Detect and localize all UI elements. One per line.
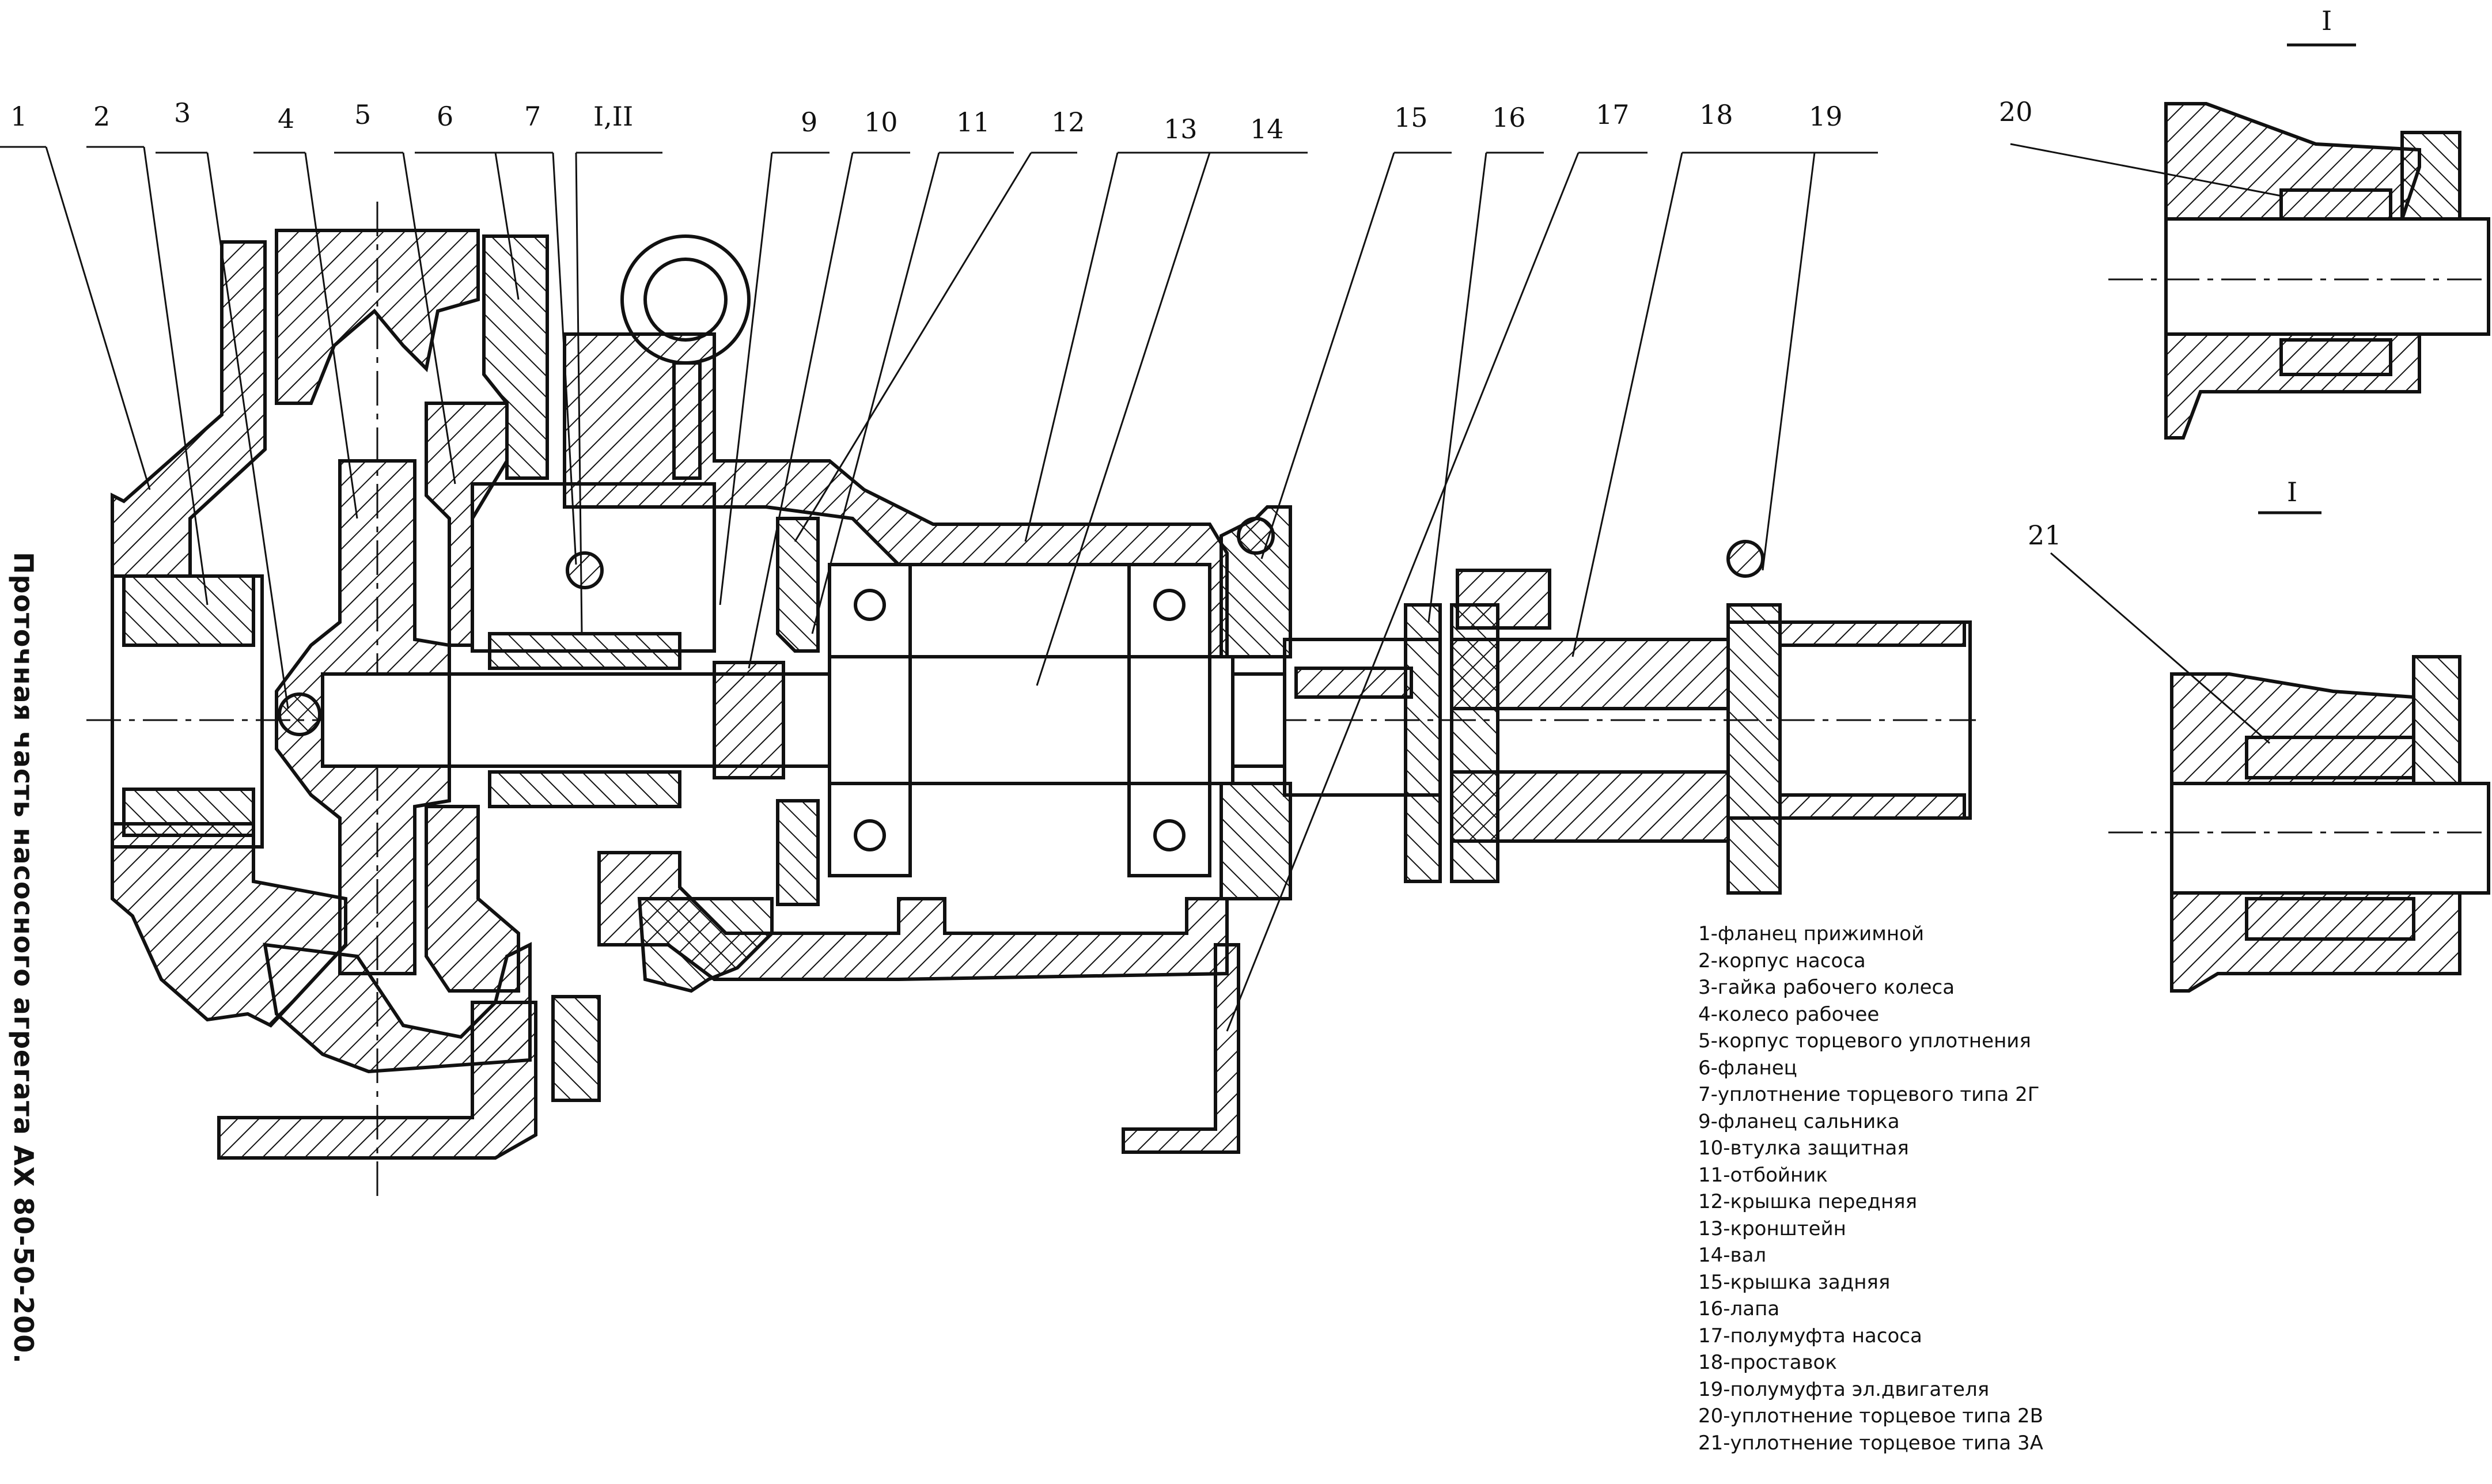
- front-cover-lower: [776, 799, 820, 906]
- detail-I-bottom: I: [2050, 476, 2490, 993]
- impeller-nut: [278, 692, 321, 736]
- legend-item: 2-корпус насоса: [1698, 949, 1866, 972]
- legend-item: 13-кронштейн: [1698, 1217, 1846, 1240]
- legend-item: 9-фланец сальника: [1698, 1110, 1900, 1133]
- flange-6: [482, 234, 549, 480]
- legend-item: 10-втулка защитная: [1698, 1137, 1909, 1160]
- callout-14: 14: [1250, 113, 1284, 145]
- detail-top-housing-lower: [2164, 332, 2421, 440]
- rear-cover-lower: [1220, 782, 1292, 900]
- pump-casing: [111, 240, 267, 578]
- motor-coupling-hub: [1778, 620, 1966, 647]
- shaft-sleeve: [713, 661, 785, 779]
- shaft-bearing-section: [828, 655, 1234, 785]
- main-assembly: 1 2 3 4 5 6 7 I,II 9 10 11 12 13 14 15 1…: [0, 96, 2062, 1204]
- detail-bottom-housing-lower: [2170, 891, 2461, 993]
- callout-20: 20: [1999, 96, 2033, 127]
- pump-volute-top: [275, 229, 480, 405]
- lifting-eye-hole: [643, 258, 728, 342]
- impeller-hub: [321, 672, 463, 768]
- callout-10: 10: [864, 107, 898, 138]
- callout-21: 21: [2028, 520, 2062, 551]
- drawing-title: Проточная часть насосного агрегата АХ 80…: [8, 552, 39, 1364]
- bracket-drain: [637, 897, 774, 993]
- legend-item: 1-фланец прижимной: [1698, 922, 1925, 945]
- legend-item: 19-полумуфта эл.двигателя: [1698, 1377, 1990, 1401]
- end-face-seal: [488, 632, 681, 670]
- callout-4: 4: [278, 103, 294, 134]
- legend-item: 16-лапа: [1698, 1297, 1780, 1320]
- seal-housing-lower: [425, 805, 520, 993]
- legend-item: 15-крышка задняя: [1698, 1270, 1891, 1294]
- section-mark-bottom: I: [2287, 476, 2297, 508]
- detail-bottom-shaft: [2170, 782, 2490, 895]
- detail-bottom-seal-lower: [2245, 897, 2415, 941]
- detail-bottom-seal: [2245, 736, 2415, 779]
- callout-I-II: I,II: [593, 101, 633, 132]
- legend-item: 6-фланец: [1698, 1056, 1797, 1080]
- callout-1: 1: [10, 101, 27, 132]
- callout-16: 16: [1492, 102, 1526, 133]
- callout-19: 19: [1809, 101, 1843, 132]
- rear-foot: [1122, 943, 1240, 1154]
- callout-17: 17: [1596, 99, 1630, 130]
- front-bearing-ball-top: [854, 589, 886, 621]
- callout-11: 11: [956, 107, 990, 138]
- callout-7: 7: [524, 101, 541, 132]
- rear-bearing: [1127, 563, 1211, 877]
- callout-18: 18: [1699, 99, 1733, 130]
- front-bearing-ball-bottom: [854, 819, 886, 851]
- pressure-flange-lower: [122, 788, 255, 837]
- callout-3: 3: [174, 97, 191, 128]
- legend-item: 21-уплотнение торцевое типа 3А: [1698, 1431, 2043, 1455]
- legend-item: 7-уплотнение торцевого типа 2Г: [1698, 1083, 2040, 1106]
- pressure-flange: [122, 574, 255, 647]
- motor-coupling-hub-lower: [1778, 793, 1966, 820]
- legend-item: 11-отбойник: [1698, 1163, 1828, 1187]
- detail-top-flange: [2400, 131, 2461, 221]
- leader-lines: [0, 146, 1878, 1032]
- pump-coupling-flange: [1404, 603, 1442, 883]
- rear-cover-bolt: [1237, 517, 1275, 555]
- coupling-bolt: [1726, 540, 1764, 578]
- pump-half-coupling-key: [1294, 667, 1413, 699]
- callout-5: 5: [354, 99, 371, 130]
- callout-12: 12: [1051, 107, 1085, 138]
- callout-9: 9: [801, 107, 817, 138]
- suction-bore: [111, 574, 264, 849]
- front-bearing: [828, 563, 912, 877]
- legend-item: 4-колесо рабочее: [1698, 1002, 1880, 1026]
- detail-I-top: I: [2010, 5, 2490, 440]
- callout-13: 13: [1164, 113, 1198, 145]
- legend-item: 3-гайка рабочего колеса: [1698, 976, 1955, 999]
- spacer-flange: [1450, 603, 1499, 883]
- callout-15: 15: [1394, 102, 1428, 133]
- detail-top-seal-lower: [2279, 338, 2392, 376]
- callout-2: 2: [93, 101, 110, 132]
- motor-coupling-flange: [1726, 603, 1782, 895]
- pump-support-post: [551, 995, 601, 1102]
- legend-item: 18-проставок: [1698, 1351, 1837, 1374]
- section-mark-top: I: [2321, 5, 2332, 36]
- callout-6: 6: [437, 101, 453, 132]
- detail-bottom-flange: [2412, 655, 2461, 785]
- callouts: 1 2 3 4 5 6 7 I,II 9 10 11 12 13 14 15 1…: [10, 96, 2062, 551]
- seal-housing: [425, 402, 509, 647]
- front-cover: [776, 517, 820, 653]
- legend: 1-фланец прижимной 2-корпус насоса 3-гай…: [1698, 921, 2043, 1456]
- legend-item: 14-вал: [1698, 1244, 1767, 1267]
- spacer-spring-housing: [1456, 569, 1551, 630]
- rear-bearing-ball-bottom: [1153, 819, 1186, 851]
- legend-item: 5-корпус торцевого уплотнения: [1698, 1029, 2031, 1053]
- legend-item: 20-уплотнение торцевое типа 2В: [1698, 1404, 2043, 1428]
- end-face-seal-lower: [488, 770, 681, 808]
- detail-top-housing: [2164, 102, 2421, 221]
- pump-foot: [217, 1001, 537, 1160]
- legend-item: 17-полумуфта насоса: [1698, 1324, 1922, 1347]
- seal-bolt: [566, 551, 604, 589]
- legend-item: 12-крышка передняя: [1698, 1190, 1918, 1213]
- detail-top-shaft: [2164, 217, 2490, 336]
- rear-bearing-ball-top: [1153, 589, 1186, 621]
